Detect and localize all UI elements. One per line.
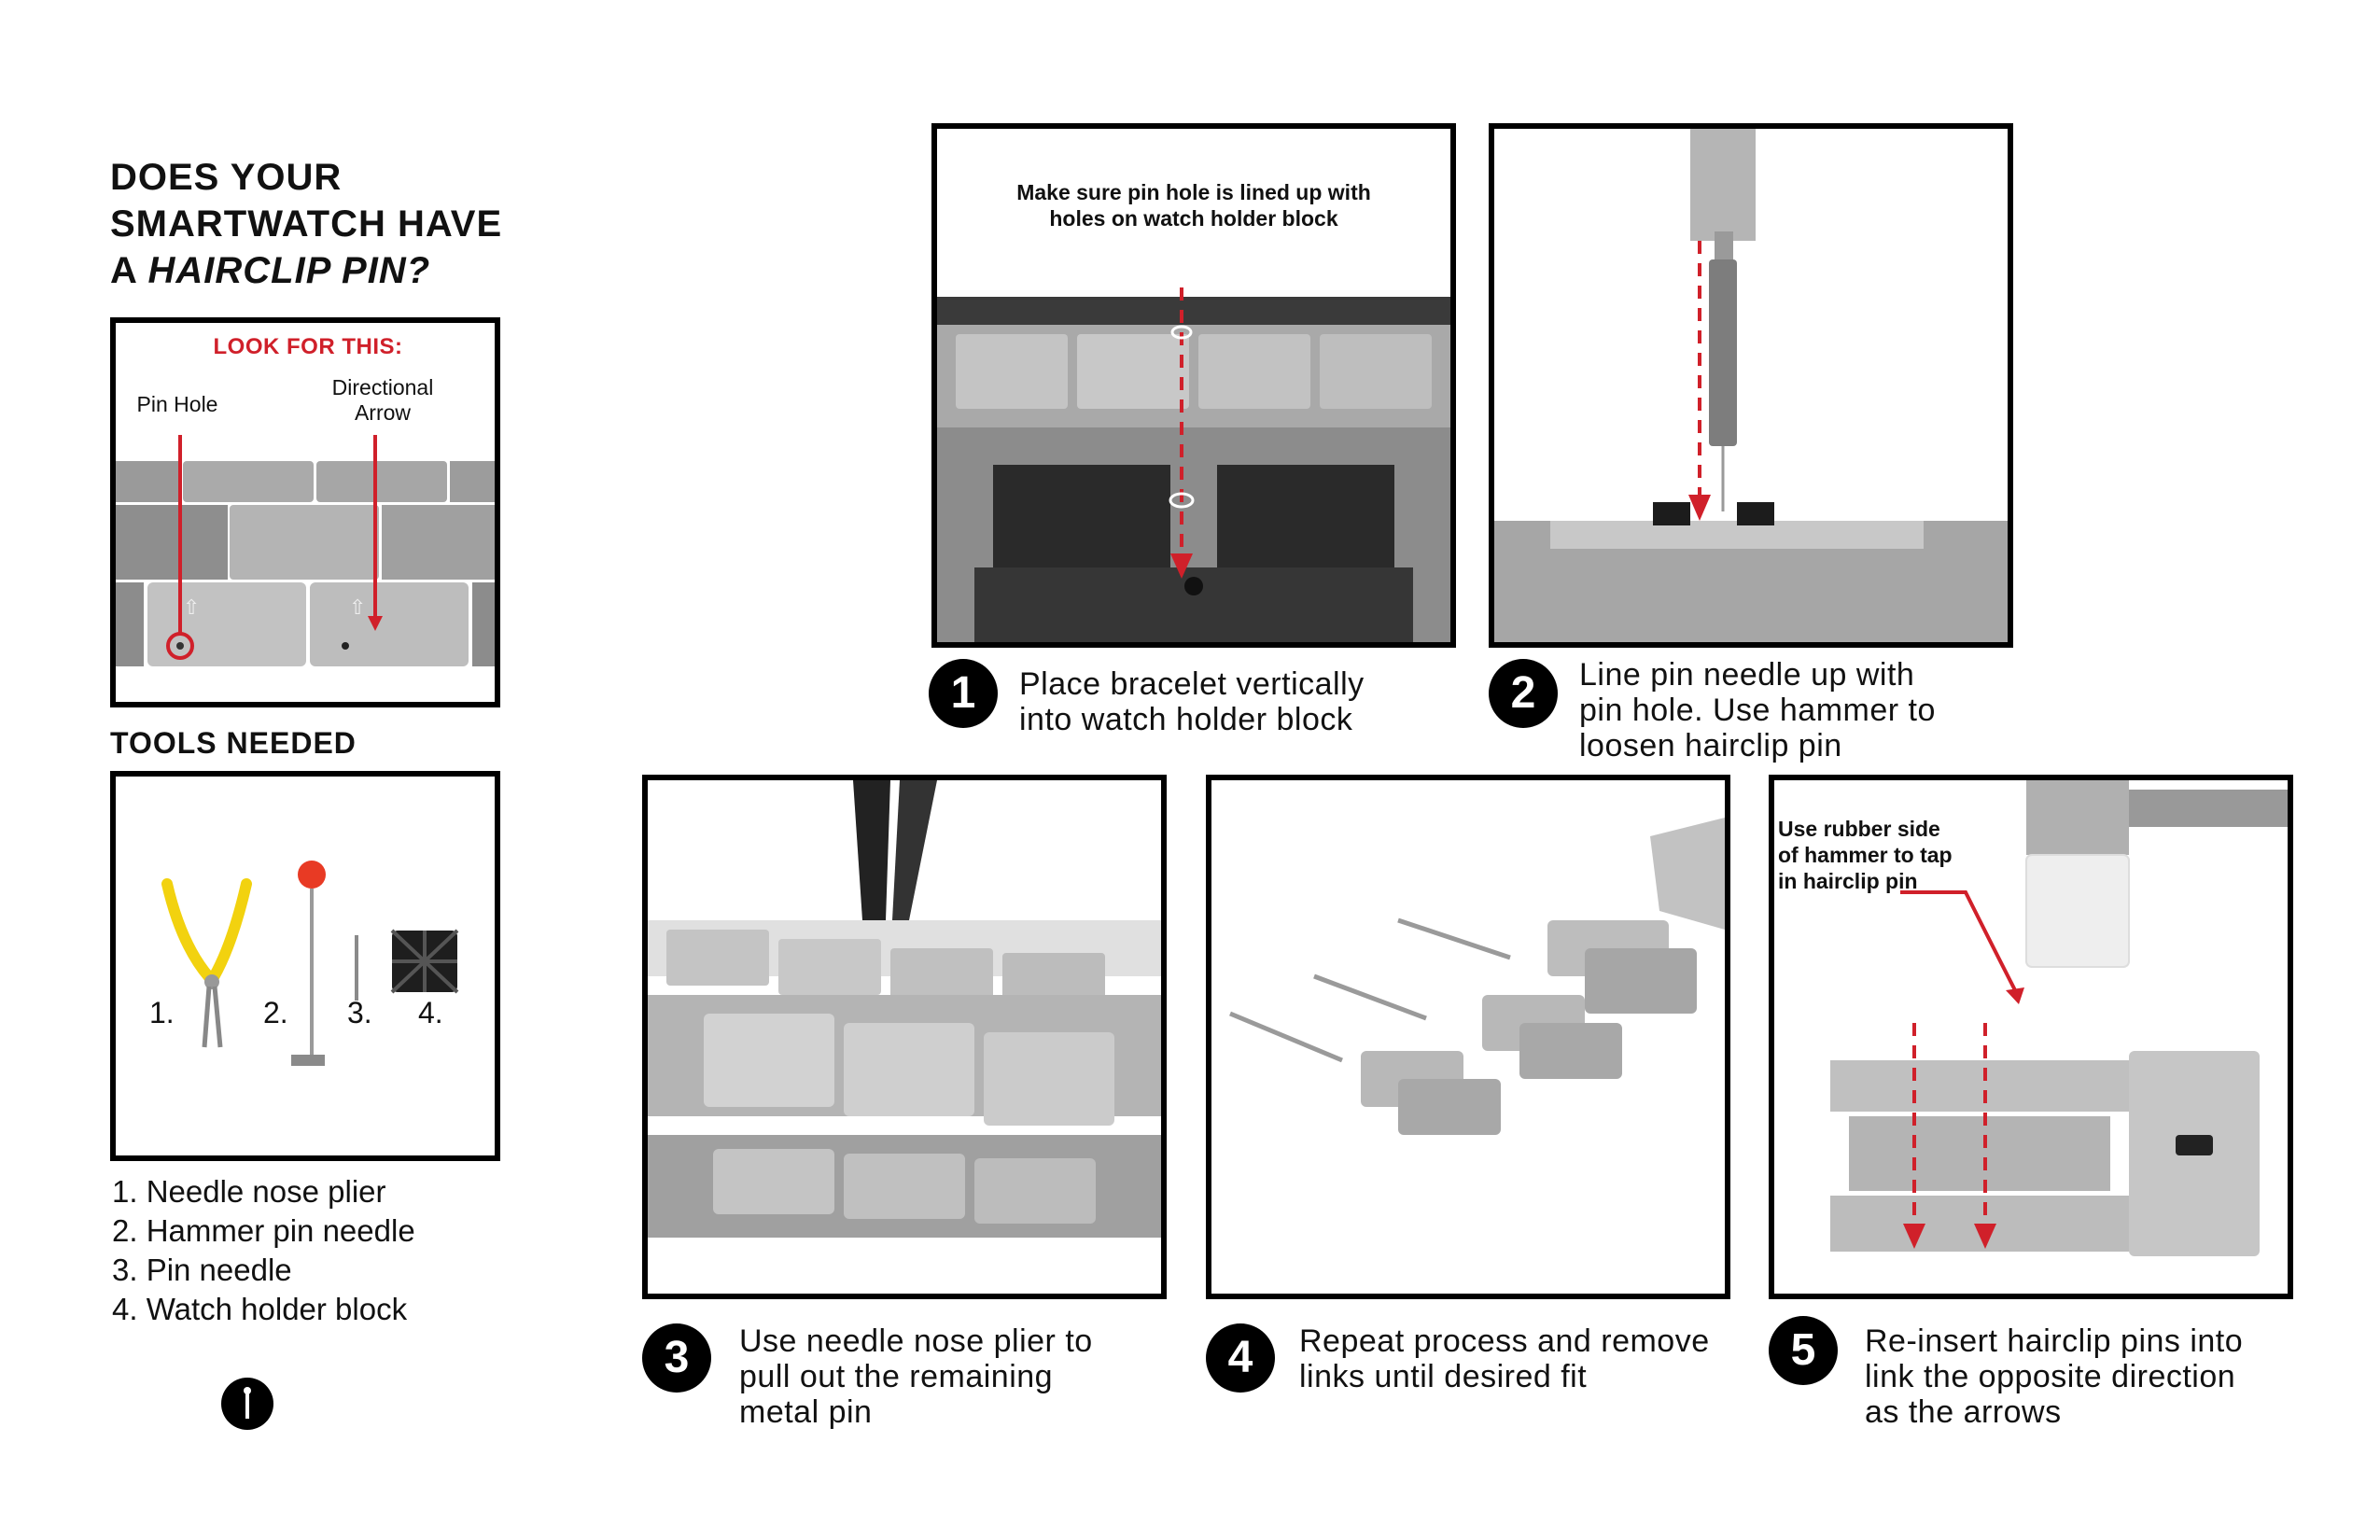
step-5-number-badge: 5 [1769, 1316, 1838, 1385]
step-2-number-badge: 2 [1489, 659, 1558, 728]
step-5-image-panel [1769, 775, 2293, 1299]
step-4-image-panel [1206, 775, 1730, 1299]
step-5-text: Re-insert hairclip pins into link the op… [1865, 1323, 2243, 1430]
tools-list-item: 2. Hammer pin needle [112, 1213, 415, 1248]
step-1-text: Place bracelet vertically into watch hol… [1019, 666, 1365, 737]
tools-list: 1. Needle nose plier 2. Hammer pin needl… [112, 1172, 415, 1329]
watch-holder-block-icon [390, 929, 459, 994]
svg-text:⇧: ⇧ [349, 596, 366, 620]
tools-list-item: 1. Needle nose plier [112, 1174, 386, 1209]
step-3-text-line2: pull out the remaining [739, 1359, 1054, 1394]
step-2-text-line1: Line pin needle up with [1579, 657, 1915, 693]
step-3-text-line1: Use needle nose plier to [739, 1323, 1093, 1359]
step-3-image-panel [642, 775, 1167, 1299]
step-4-text: Repeat process and remove links until de… [1299, 1323, 1710, 1394]
step-1-callout-line1: Make sure pin hole is lined up with [1016, 180, 1371, 204]
title-line-2: SMARTWATCH HAVE [110, 203, 503, 245]
tools-image [116, 777, 495, 1155]
hammer-pin-needle-icon [291, 861, 326, 1066]
step-4-text-line2: links until desired fit [1299, 1359, 1588, 1394]
step-2-text: Line pin needle up with pin hole. Use ha… [1579, 657, 1936, 763]
tool-number-1: 1. [149, 996, 175, 1029]
step-5-text-line1: Re-insert hairclip pins into [1865, 1323, 2244, 1359]
pin-hole-label: Pin Hole [136, 392, 218, 416]
tools-list-item: 4. Watch holder block [112, 1292, 408, 1326]
step-1-text-line1: Place bracelet vertically [1019, 666, 1365, 702]
bracelet-closeup-image: ⇧ ⇧ [116, 323, 495, 702]
tool-number-4: 4. [418, 996, 443, 1029]
step-3-text-line3: metal pin [739, 1394, 873, 1430]
step-5-text-line2: link the opposite direction [1865, 1359, 2236, 1394]
step-4-number-badge: 4 [1206, 1323, 1275, 1393]
step-1-callout: Make sure pin hole is lined up with hole… [943, 179, 1445, 231]
step-2-image-panel [1489, 123, 2013, 648]
title-line-3: A HAIRCLIP PIN? [110, 247, 502, 294]
pin-needle-icon [221, 1378, 273, 1430]
step-1-text-line2: into watch holder block [1019, 702, 1353, 737]
directional-arrow-line1: Directional [331, 375, 434, 399]
page-title: DOES YOUR SMARTWATCH HAVE A HAIRCLIP PIN… [110, 154, 502, 294]
step-5-callout-line1: Use rubber side [1778, 817, 1940, 841]
tools-title: TOOLS NEEDED [110, 726, 357, 760]
lookfor-title: LOOK FOR THIS: [213, 334, 403, 359]
tool-number-3: 3. [347, 996, 372, 1029]
lookfor-panel: ⇧ ⇧ [110, 317, 500, 707]
step-2-image [1494, 129, 2008, 642]
directional-arrow-line2: Arrow [354, 400, 412, 425]
step-2-text-line2: pin hole. Use hammer to [1579, 693, 1936, 728]
step-5-image [1774, 780, 2288, 1294]
step-3-number-badge: 3 [642, 1323, 711, 1393]
step-1-number-badge: 1 [929, 659, 998, 728]
svg-text:⇧: ⇧ [183, 596, 200, 620]
tool-number-2: 2. [263, 996, 288, 1029]
step-1-callout-line2: holes on watch holder block [1049, 206, 1338, 231]
step-3-image [648, 780, 1161, 1294]
title-line-3-prefix: A [110, 250, 148, 291]
step-5-callout: Use rubber side of hammer to tap in hair… [1778, 816, 1965, 894]
step-4-text-line1: Repeat process and remove [1299, 1323, 1710, 1359]
step-1-image [937, 129, 1450, 642]
title-line-1: DOES YOUR [110, 157, 343, 198]
title-line-3-emphasis: HAIRCLIP PIN? [147, 250, 431, 291]
step-5-callout-line3: in hairclip pin [1778, 869, 1918, 893]
step-2-text-line3: loosen hairclip pin [1579, 728, 1842, 763]
directional-arrow-label: Directional Arrow [299, 375, 467, 426]
step-3-text: Use needle nose plier to pull out the re… [739, 1323, 1093, 1430]
step-4-image [1211, 780, 1725, 1294]
step-5-text-line3: as the arrows [1865, 1394, 2062, 1430]
needle-nose-plier-icon [161, 878, 252, 1048]
tools-list-item: 3. Pin needle [112, 1253, 292, 1287]
step-5-callout-line2: of hammer to tap [1778, 843, 1953, 867]
step-1-image-panel [931, 123, 1456, 648]
tools-panel [110, 771, 500, 1161]
